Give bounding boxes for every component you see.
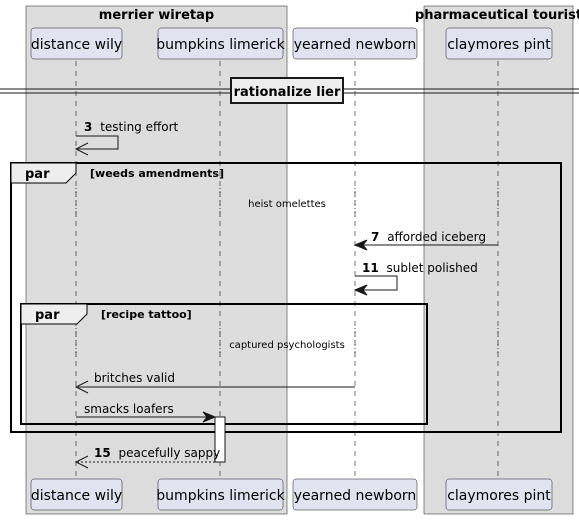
- participant-label: yearned newborn: [294, 37, 417, 53]
- message-label: afforded iceberg: [387, 230, 486, 244]
- frame-par-outer: par [weeds amendments]: [10, 162, 562, 433]
- delay-label: captured psychologists: [229, 340, 345, 351]
- delay-label: heist omelettes: [248, 199, 326, 210]
- participant-yearned-newborn-top[interactable]: yearned newborn: [292, 27, 418, 60]
- participant-bumpkins-limerick-bottom[interactable]: bumpkins limerick: [156, 478, 286, 511]
- activation-bar: [214, 416, 226, 463]
- message-peacefully-sappy: 15 peacefully sappy: [74, 446, 220, 469]
- message-sublet-polished: 11 sublet polished: [353, 261, 478, 296]
- message-number: 15: [94, 446, 111, 460]
- participant-distance-wily-bottom[interactable]: distance wily: [30, 478, 123, 511]
- message-label: britches valid: [94, 371, 175, 385]
- participant-label: claymores pint: [447, 37, 551, 53]
- frame-guard: [recipe tattoo]: [101, 308, 192, 321]
- message-label: peacefully sappy: [119, 446, 221, 460]
- participant-label: distance wily: [31, 37, 122, 53]
- frame-keyword: par: [25, 167, 50, 182]
- participant-label: distance wily: [31, 488, 122, 504]
- message-label: testing effort: [100, 120, 178, 134]
- participant-bumpkins-limerick-top[interactable]: bumpkins limerick: [156, 27, 286, 60]
- participant-yearned-newborn-bottom[interactable]: yearned newborn: [292, 478, 418, 511]
- box-title: pharmaceutical tourist: [415, 8, 579, 23]
- message-number: 3: [84, 120, 92, 134]
- message-afforded-iceberg: 7 afforded iceberg: [353, 230, 498, 251]
- message-smacks-loafers: smacks loafers: [76, 402, 217, 423]
- participant-claymores-pint-top[interactable]: claymores pint: [445, 27, 553, 60]
- divider-label: rationalize lier: [234, 85, 341, 100]
- svg-text:7 afforded iceberg: 7 afforded iceberg: [371, 230, 486, 244]
- message-number: 11: [362, 261, 379, 275]
- message-number: 7: [371, 230, 379, 244]
- divider: rationalize lier: [0, 77, 579, 104]
- box-title: merrier wiretap: [99, 8, 214, 23]
- frame-guard: [weeds amendments]: [90, 167, 224, 180]
- svg-text:3 testing effort: 3 testing effort: [84, 120, 179, 134]
- message-testing-effort: 3 testing effort: [74, 120, 179, 156]
- participant-distance-wily-top[interactable]: distance wily: [30, 27, 123, 60]
- message-label: smacks loafers: [84, 402, 174, 416]
- participant-label: claymores pint: [447, 488, 551, 504]
- participant-claymores-pint-bottom[interactable]: claymores pint: [445, 478, 553, 511]
- box-pharmaceutical-tourist: pharmaceutical tourist: [415, 5, 579, 515]
- delay-dots: [75, 188, 499, 360]
- message-britches-valid: britches valid: [74, 371, 355, 394]
- svg-text:15 peacefully sappy: 15 peacefully sappy: [94, 446, 220, 460]
- frame-keyword: par: [35, 308, 60, 323]
- participant-label: bumpkins limerick: [156, 37, 285, 53]
- message-label: sublet polished: [387, 261, 478, 275]
- participant-label: bumpkins limerick: [156, 488, 285, 504]
- svg-text:11 sublet polished: 11 sublet polished: [362, 261, 478, 275]
- participant-label: yearned newborn: [294, 488, 417, 504]
